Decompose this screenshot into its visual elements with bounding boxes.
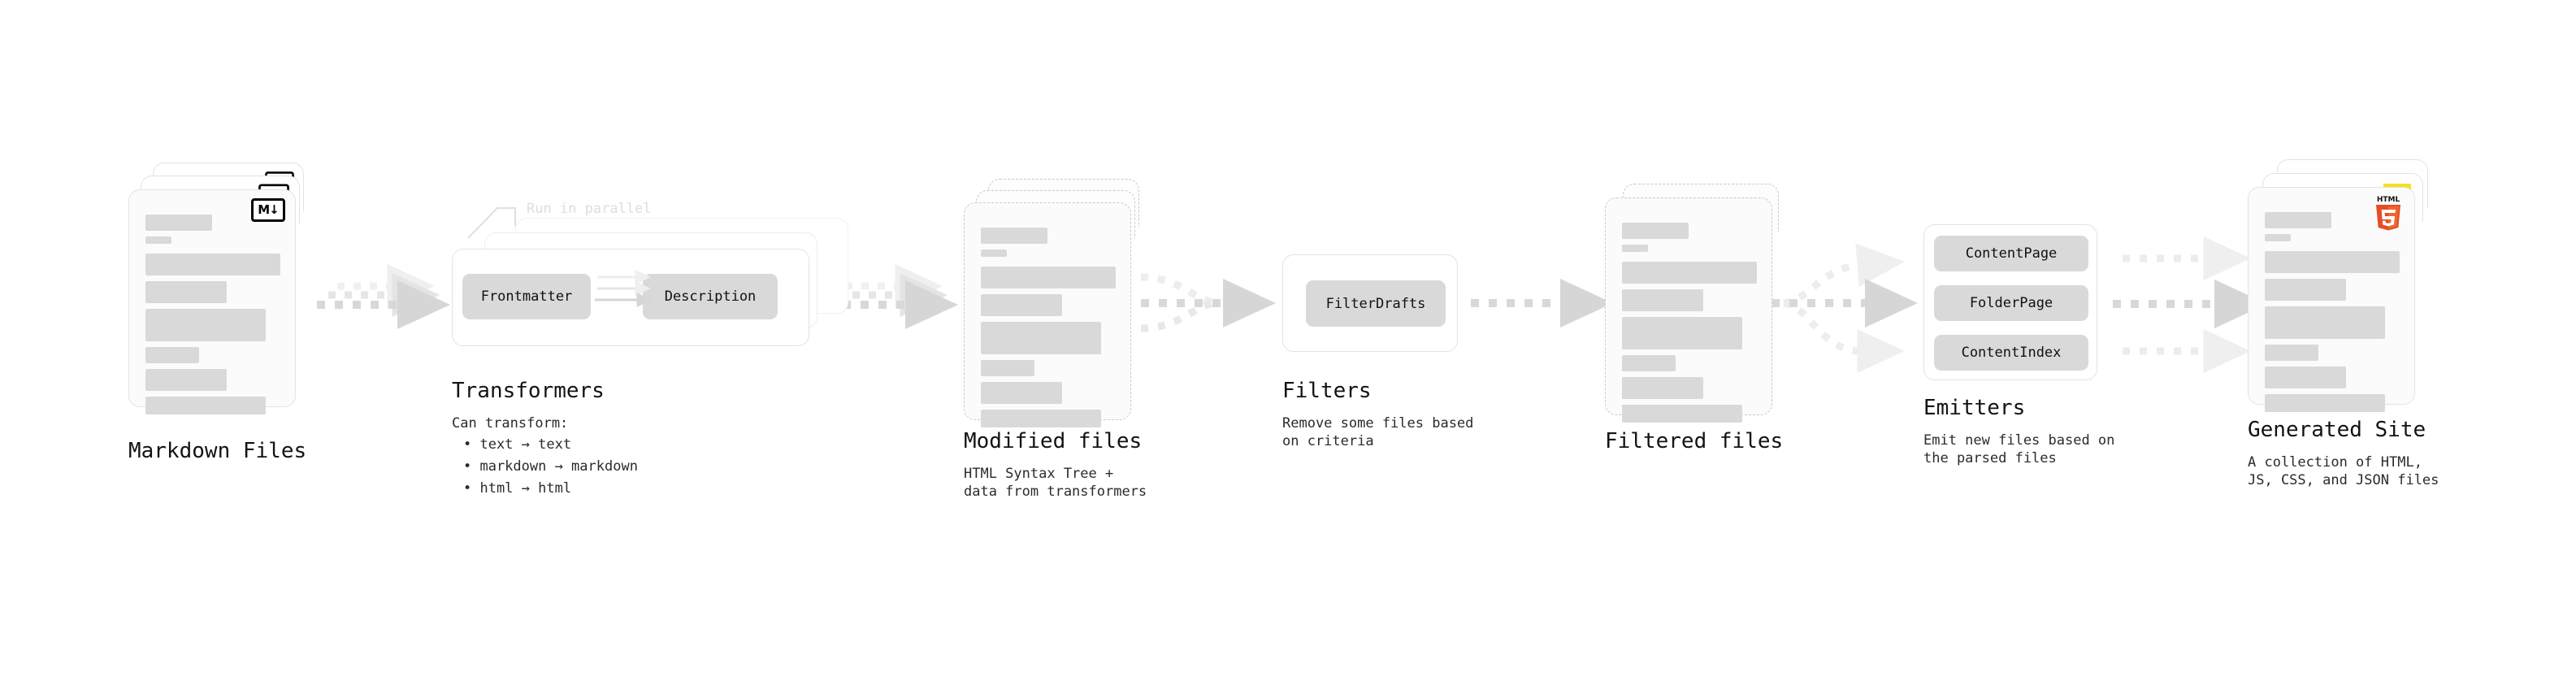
conn-transformers-to-modified bbox=[825, 264, 958, 329]
modified-files-subtitle: HTML Syntax Tree + data from transformer… bbox=[964, 466, 1147, 500]
filters-subtitle: Remove some files based on criteria bbox=[1282, 415, 1474, 449]
doc-skeleton-lines bbox=[981, 228, 1116, 433]
doc-skeleton-line bbox=[2265, 345, 2318, 361]
transformer-panel-front[interactable]: Frontmatter Description bbox=[452, 249, 809, 346]
conn-markdown-to-transformers bbox=[317, 264, 450, 329]
markdown-badge-arrow: ↓ bbox=[269, 202, 280, 217]
doc-skeleton-line bbox=[145, 369, 227, 391]
doc-skeleton-line bbox=[981, 249, 1007, 257]
conn-emitters-to-site bbox=[2113, 236, 2267, 373]
transformer-node-description[interactable]: Description bbox=[643, 274, 778, 319]
doc-skeleton-line bbox=[1622, 405, 1742, 423]
doc-skeleton-line bbox=[145, 397, 266, 414]
doc-skeleton-line bbox=[2265, 367, 2346, 388]
doc-skeleton-line bbox=[145, 309, 266, 341]
transformers-bullet-0: • text → text bbox=[463, 436, 572, 453]
markdown-badge-letter: M bbox=[258, 202, 270, 217]
emitters-subtitle: Emit new files based on the parsed files bbox=[1923, 432, 2115, 466]
emitter-node-folderpage[interactable]: FolderPage bbox=[1934, 285, 2088, 321]
label-filtered-files: Filtered files bbox=[1605, 429, 1784, 453]
transformer-node-frontmatter[interactable]: Frontmatter bbox=[462, 274, 591, 319]
filters-panel[interactable]: FilterDrafts bbox=[1282, 254, 1458, 352]
conn-modified-to-filters bbox=[1140, 273, 1276, 332]
doc-skeleton-lines bbox=[2265, 212, 2400, 418]
label-modified-files: Modified files bbox=[964, 429, 1143, 453]
doc-skeleton-line bbox=[145, 236, 171, 244]
emitter-node-contentindex[interactable]: ContentIndex bbox=[1934, 335, 2088, 371]
doc-skeleton-line bbox=[2265, 234, 2291, 241]
transformer-inner-arrows bbox=[595, 270, 653, 307]
label-transformers: Transformers bbox=[452, 379, 605, 403]
label-filters: Filters bbox=[1282, 379, 1372, 403]
emitter-node-contentpage[interactable]: ContentPage bbox=[1934, 236, 2088, 271]
doc-skeleton-line bbox=[2265, 394, 2385, 412]
doc-skeleton-line bbox=[1622, 262, 1757, 284]
doc-skeleton-line bbox=[981, 410, 1101, 427]
filter-node-filterdrafts[interactable]: FilterDrafts bbox=[1306, 280, 1446, 327]
doc-skeleton-line bbox=[2265, 212, 2331, 228]
transformers-subtitle: Can transform: bbox=[452, 415, 569, 432]
doc-skeleton-line bbox=[981, 267, 1116, 288]
doc-skeleton-line bbox=[1622, 317, 1742, 349]
site-doc-front: HTML bbox=[2248, 187, 2415, 412]
run-in-parallel-leader bbox=[467, 207, 516, 239]
doc-skeleton-line bbox=[1622, 355, 1676, 371]
doc-skeleton-line bbox=[981, 322, 1101, 354]
transformers-bullet-2: • html → html bbox=[463, 480, 572, 497]
doc-skeleton-line bbox=[1622, 377, 1703, 399]
doc-skeleton-lines bbox=[145, 215, 280, 420]
markdown-badge: M↓ bbox=[251, 198, 285, 222]
doc-skeleton-line bbox=[145, 347, 199, 363]
label-emitters: Emitters bbox=[1923, 396, 2026, 420]
label-markdown-files: Markdown Files bbox=[128, 439, 307, 463]
doc-skeleton-line bbox=[1622, 289, 1703, 311]
svg-text:HTML: HTML bbox=[2377, 196, 2400, 204]
markdown-doc-front: M↓ bbox=[128, 189, 296, 414]
doc-skeleton-line bbox=[145, 215, 212, 231]
doc-skeleton-lines bbox=[1622, 223, 1757, 428]
doc-skeleton-line bbox=[2265, 306, 2385, 339]
filtered-doc-front bbox=[1605, 197, 1772, 423]
doc-skeleton-line bbox=[2265, 251, 2400, 273]
doc-skeleton-line bbox=[981, 294, 1062, 316]
doc-skeleton-line bbox=[1622, 245, 1648, 252]
doc-skeleton-line bbox=[981, 360, 1034, 376]
emitters-panel[interactable]: ContentPage FolderPage ContentIndex bbox=[1923, 224, 2097, 380]
conn-filtered-to-emitters bbox=[1772, 243, 1918, 373]
doc-skeleton-line bbox=[981, 228, 1047, 244]
doc-skeleton-line bbox=[981, 382, 1062, 404]
html5-badge: HTML bbox=[2372, 194, 2405, 232]
doc-skeleton-line bbox=[2265, 279, 2346, 301]
label-run-in-parallel: Run in parallel bbox=[527, 201, 652, 217]
doc-skeleton-line bbox=[145, 281, 227, 303]
doc-skeleton-line bbox=[1622, 223, 1689, 239]
generated-site-subtitle: A collection of HTML, JS, CSS, and JSON … bbox=[2248, 454, 2439, 488]
modified-doc-front bbox=[964, 202, 1131, 427]
label-generated-site: Generated Site bbox=[2248, 418, 2426, 442]
doc-skeleton-line bbox=[145, 254, 280, 275]
transformers-bullet-1: • markdown → markdown bbox=[463, 458, 638, 475]
